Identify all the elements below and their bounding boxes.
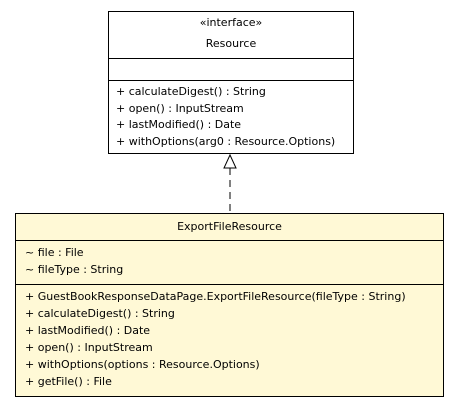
interface-operations-compartment: + calculateDigest() : String + open() : … <box>109 80 353 150</box>
interface-operation: + lastModified() : Date <box>116 118 242 131</box>
class-operation: + GuestBookResponseDataPage.ExportFileRe… <box>25 290 406 303</box>
class-operation: + lastModified() : Date <box>25 324 151 337</box>
interface-attributes-compartment <box>109 58 353 80</box>
interface-operation: + withOptions(arg0 : Resource.Options) <box>116 134 336 148</box>
realization-arrowhead-icon <box>223 153 237 169</box>
class-operation: + getFile() : File <box>25 375 112 388</box>
class-operation: + withOptions(options : Resource.Options… <box>25 358 260 371</box>
class-attributes-compartment: ~ file : File ~ fileType : String <box>16 240 443 284</box>
interface-operation: + open() : InputStream <box>116 101 244 115</box>
class-operation: + calculateDigest() : String <box>25 307 175 320</box>
class-operation: + open() : InputStream <box>25 341 153 354</box>
interface-header: «interface» Resource <box>109 12 353 58</box>
interface-operation: + calculateDigest() : String <box>116 85 266 98</box>
class-operations-compartment: + GuestBookResponseDataPage.ExportFileRe… <box>16 284 443 390</box>
class-name: ExportFileResource <box>177 220 282 233</box>
interface-name: Resource <box>205 37 257 50</box>
interface-resource-box[interactable]: «interface» Resource + calculateDigest()… <box>108 11 354 154</box>
class-exportfileresource-box[interactable]: ExportFileResource ~ file : File ~ fileT… <box>15 213 444 397</box>
class-attribute: ~ file : File <box>25 246 84 259</box>
class-attribute: ~ fileType : String <box>25 263 124 276</box>
interface-stereotype: «interface» <box>199 16 263 29</box>
